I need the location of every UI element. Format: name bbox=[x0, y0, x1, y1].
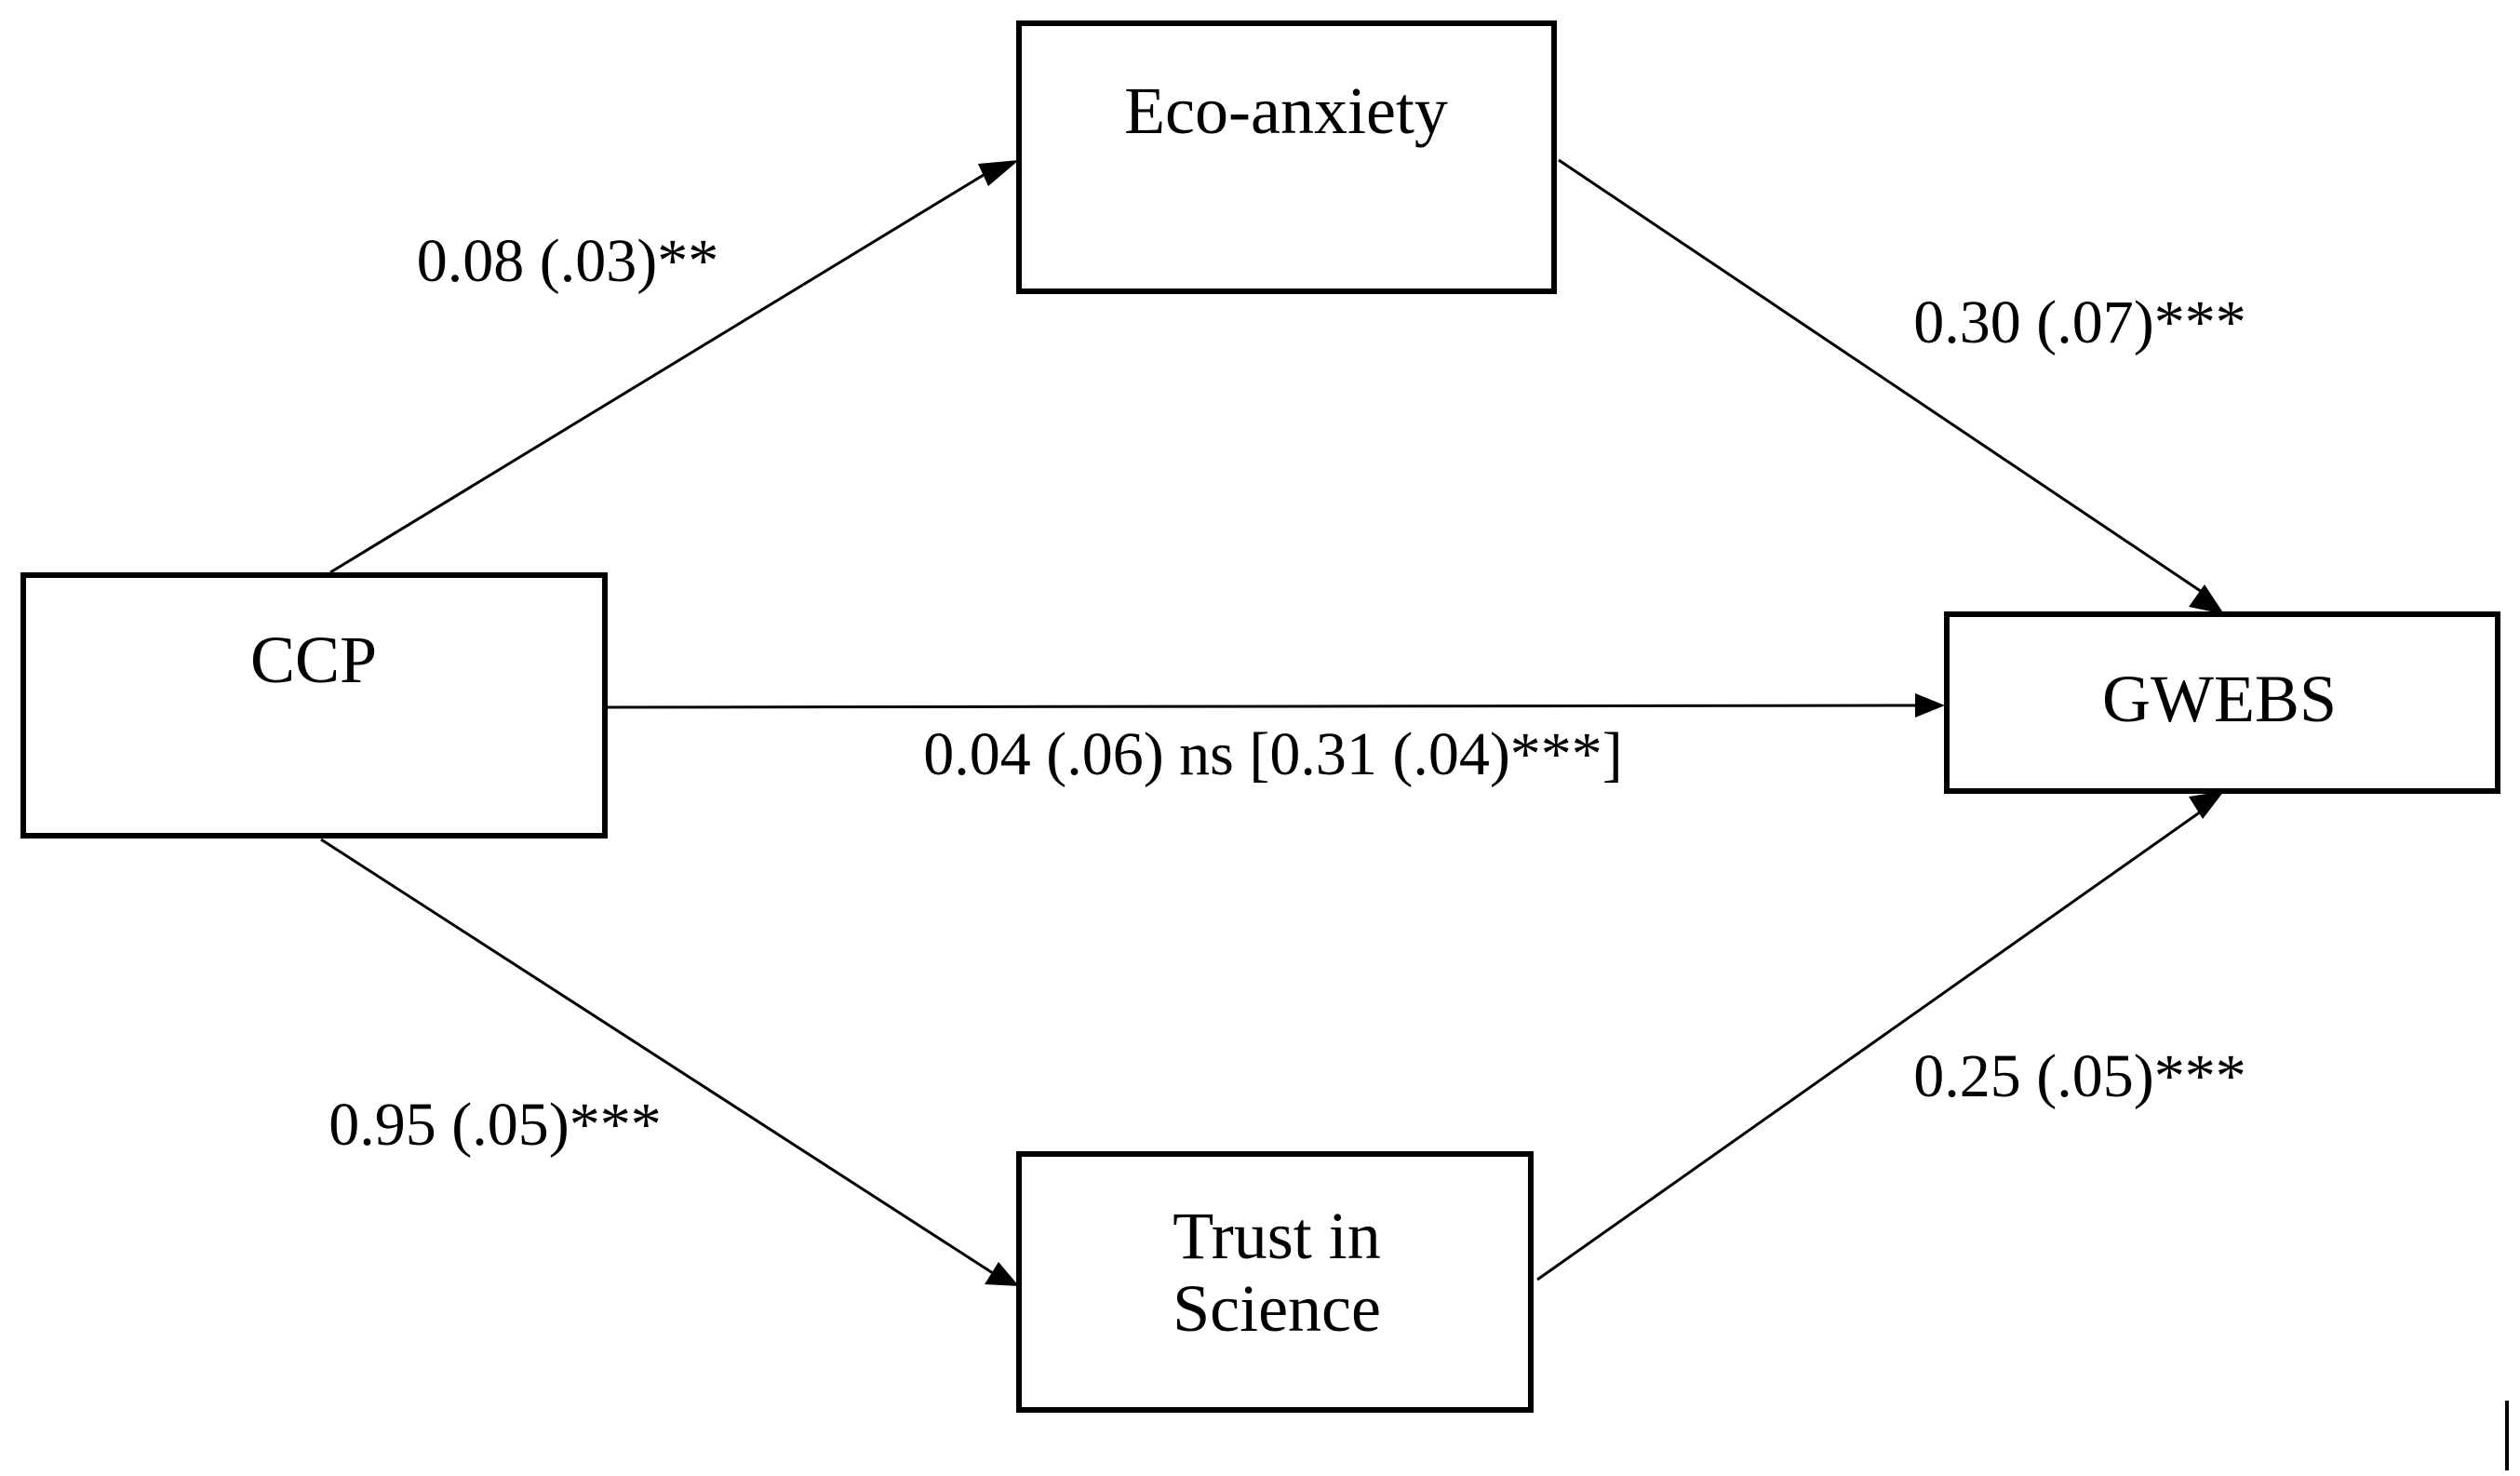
trust-in-science-label-line1: Trust in bbox=[1173, 1199, 1380, 1273]
arrowhead-gwebs-direct bbox=[1915, 693, 1945, 718]
node-eco-anxiety: Eco-anxiety bbox=[1016, 20, 1557, 294]
arrowhead-gwebs-bottom bbox=[2189, 791, 2224, 819]
label-eco-anxiety-to-gwebs: 0.30 (.07)*** bbox=[1913, 288, 2245, 356]
ccp-label: CCP bbox=[250, 623, 377, 697]
edge-trust-in-science-to-gwebs bbox=[1536, 803, 2211, 1281]
gwebs-box bbox=[1944, 611, 2500, 794]
edge-ccp-to-eco-anxiety bbox=[329, 166, 997, 574]
label-ccp-to-eco-anxiety: 0.08 (.03)** bbox=[417, 227, 718, 295]
arrowhead-eco-anxiety bbox=[978, 160, 1019, 186]
gwebs-label: GWEBS bbox=[2102, 662, 2337, 736]
node-ccp: CCP bbox=[20, 572, 608, 839]
label-ccp-to-gwebs: 0.04 (.06) ns [0.31 (.04)***] bbox=[923, 720, 1623, 788]
arrowhead-gwebs-top bbox=[2189, 584, 2224, 614]
trust-in-science-label-line2: Science bbox=[1173, 1271, 1381, 1346]
edge-ccp-to-trust-in-science bbox=[320, 838, 997, 1277]
ccp-box bbox=[20, 572, 608, 839]
eco-anxiety-label: Eco-anxiety bbox=[1124, 74, 1448, 148]
trust-in-science-box bbox=[1016, 1151, 1534, 1413]
arrowhead-trust-in-science bbox=[985, 1262, 1019, 1286]
node-trust-in-science: Trust in Science bbox=[1016, 1151, 1534, 1413]
eco-anxiety-box bbox=[1016, 20, 1557, 294]
label-trust-in-science-to-gwebs: 0.25 (.05)*** bbox=[1913, 1042, 2245, 1110]
edge-ccp-to-gwebs bbox=[604, 704, 1925, 709]
edge-eco-anxiety-to-gwebs bbox=[1558, 158, 2211, 599]
edges bbox=[320, 158, 2224, 1286]
path-labels: 0.08 (.03)** 0.30 (.07)*** 0.04 (.06) ns… bbox=[328, 227, 2245, 1159]
node-gwebs: GWEBS bbox=[1944, 611, 2500, 794]
label-ccp-to-trust-in-science: 0.95 (.05)*** bbox=[328, 1091, 661, 1159]
